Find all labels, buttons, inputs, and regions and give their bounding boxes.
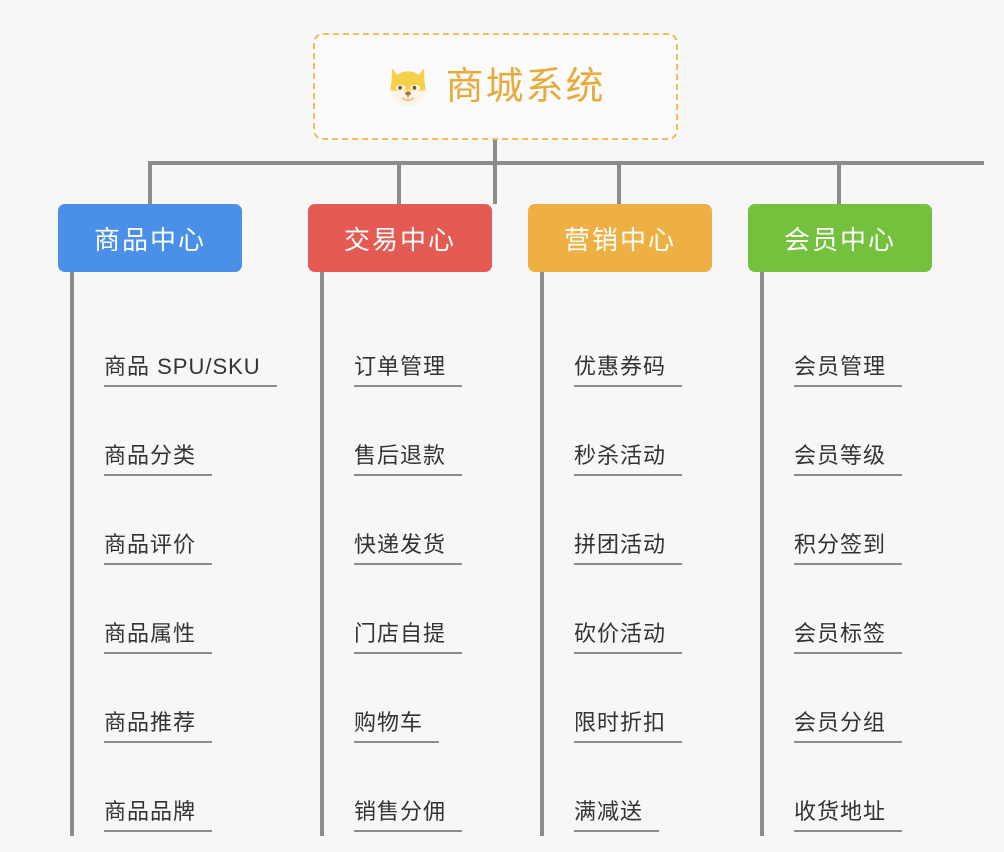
connector-drop-3	[617, 161, 621, 208]
leaf-label: 积分签到	[794, 532, 903, 565]
connector-drop-1	[148, 161, 152, 208]
category-column-trade: 交易中心 订单管理 售后退款 快递发货 门店自提 购物车 销售分佣	[308, 204, 492, 852]
list-item[interactable]: 商品品牌	[74, 747, 277, 836]
category-header-trade[interactable]: 交易中心	[308, 204, 492, 272]
list-item[interactable]: 会员管理	[764, 302, 932, 391]
leaf-label: 会员等级	[794, 443, 903, 476]
leaf-label: 满减送	[574, 799, 660, 832]
leaf-label: 砍价活动	[574, 621, 683, 654]
connector-stub-4	[760, 272, 764, 302]
leaf-list-member: 会员管理 会员等级 积分签到 会员标签 会员分组 收货地址	[760, 302, 932, 836]
leaf-label: 商品 SPU/SKU	[104, 354, 277, 387]
leaf-label: 会员管理	[794, 354, 903, 387]
category-header-member[interactable]: 会员中心	[748, 204, 932, 272]
leaf-label: 商品品牌	[104, 799, 213, 832]
connector-root-vertical	[493, 140, 497, 204]
connector-drop-4	[837, 161, 841, 208]
connector-stub-2	[320, 272, 324, 302]
category-header-label: 商品中心	[93, 224, 206, 255]
list-item[interactable]: 商品 SPU/SKU	[74, 302, 277, 391]
root-node[interactable]: 商城系统	[313, 33, 678, 140]
list-item[interactable]: 会员等级	[764, 391, 932, 480]
list-item[interactable]: 满减送	[544, 747, 712, 836]
list-item[interactable]: 收货地址	[764, 747, 932, 836]
connector-horizontal-bus	[148, 161, 984, 165]
connector-stub-3	[540, 272, 544, 302]
category-column-product: 商品中心 商品 SPU/SKU 商品分类 商品评价 商品属性 商品推荐 商品品牌	[58, 204, 277, 852]
root-title: 商城系统	[445, 65, 606, 108]
leaf-label: 会员标签	[794, 621, 903, 654]
leaf-list-marketing: 优惠券码 秒杀活动 拼团活动 砍价活动 限时折扣 满减送	[540, 302, 712, 836]
leaf-label: 拼团活动	[574, 532, 683, 565]
leaf-label: 收货地址	[794, 799, 903, 832]
connector-stub-1	[70, 272, 74, 302]
list-item[interactable]: 砍价活动	[544, 569, 712, 658]
list-item[interactable]: 销售分佣	[324, 747, 492, 836]
list-item[interactable]: 优惠券码	[544, 302, 712, 391]
leaf-label: 秒杀活动	[574, 443, 683, 476]
list-item[interactable]: 售后退款	[324, 391, 492, 480]
list-item[interactable]: 商品评价	[74, 480, 277, 569]
category-header-product[interactable]: 商品中心	[58, 204, 242, 272]
category-header-label: 会员中心	[783, 224, 896, 255]
leaf-label: 快递发货	[354, 532, 463, 565]
leaf-label: 购物车	[354, 710, 440, 743]
list-item[interactable]: 限时折扣	[544, 658, 712, 747]
category-column-marketing: 营销中心 优惠券码 秒杀活动 拼团活动 砍价活动 限时折扣 满减送	[528, 204, 712, 852]
category-column-member: 会员中心 会员管理 会员等级 积分签到 会员标签 会员分组 收货地址	[748, 204, 932, 852]
list-item[interactable]: 秒杀活动	[544, 391, 712, 480]
list-item[interactable]: 商品分类	[74, 391, 277, 480]
leaf-label: 优惠券码	[574, 354, 683, 387]
leaf-label: 售后退款	[354, 443, 463, 476]
leaf-label: 商品属性	[104, 621, 213, 654]
list-item[interactable]: 门店自提	[324, 569, 492, 658]
leaf-label: 商品分类	[104, 443, 213, 476]
list-item[interactable]: 会员标签	[764, 569, 932, 658]
list-item[interactable]: 商品属性	[74, 569, 277, 658]
leaf-label: 限时折扣	[574, 710, 683, 743]
leaf-label: 销售分佣	[354, 799, 463, 832]
list-item[interactable]: 购物车	[324, 658, 492, 747]
shiba-dog-face-icon	[391, 67, 426, 106]
leaf-list-product: 商品 SPU/SKU 商品分类 商品评价 商品属性 商品推荐 商品品牌	[70, 302, 277, 836]
connector-drop-2	[397, 161, 401, 208]
list-item[interactable]: 快递发货	[324, 480, 492, 569]
list-item[interactable]: 订单管理	[324, 302, 492, 391]
leaf-label: 订单管理	[354, 354, 463, 387]
list-item[interactable]: 拼团活动	[544, 480, 712, 569]
leaf-label: 商品评价	[104, 532, 213, 565]
leaf-label: 门店自提	[354, 621, 463, 654]
category-header-label: 营销中心	[563, 224, 676, 255]
list-item[interactable]: 积分签到	[764, 480, 932, 569]
leaf-list-trade: 订单管理 售后退款 快递发货 门店自提 购物车 销售分佣	[320, 302, 492, 836]
leaf-label: 商品推荐	[104, 710, 213, 743]
list-item[interactable]: 商品推荐	[74, 658, 277, 747]
list-item[interactable]: 会员分组	[764, 658, 932, 747]
leaf-label: 会员分组	[794, 710, 903, 743]
category-header-marketing[interactable]: 营销中心	[528, 204, 712, 272]
category-header-label: 交易中心	[343, 224, 456, 255]
